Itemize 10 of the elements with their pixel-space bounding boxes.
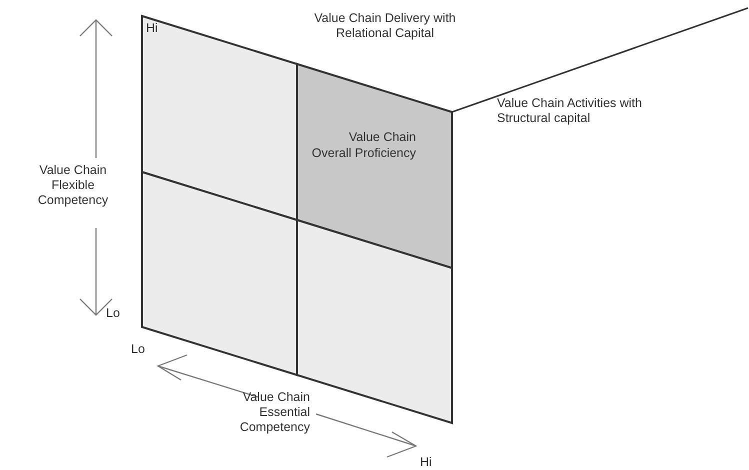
axis-label: Value Chain Flexible Competency (36, 163, 110, 208)
face-label: Value Chain Delivery with Relational Capital (313, 11, 457, 41)
axis-end-label: Hi (420, 455, 433, 470)
axis-end-label: Hi (146, 21, 159, 36)
face-label: Value Chain Activities with Structural capital (497, 96, 643, 126)
quadrant-cell (296, 63, 453, 269)
axis-end-label: Lo (131, 342, 146, 357)
cell-label: Value Chain Overall Proficiency (310, 129, 416, 161)
axis-label: Value Chain Essential Competency (238, 390, 310, 435)
axis-end-label: Lo (106, 306, 121, 321)
